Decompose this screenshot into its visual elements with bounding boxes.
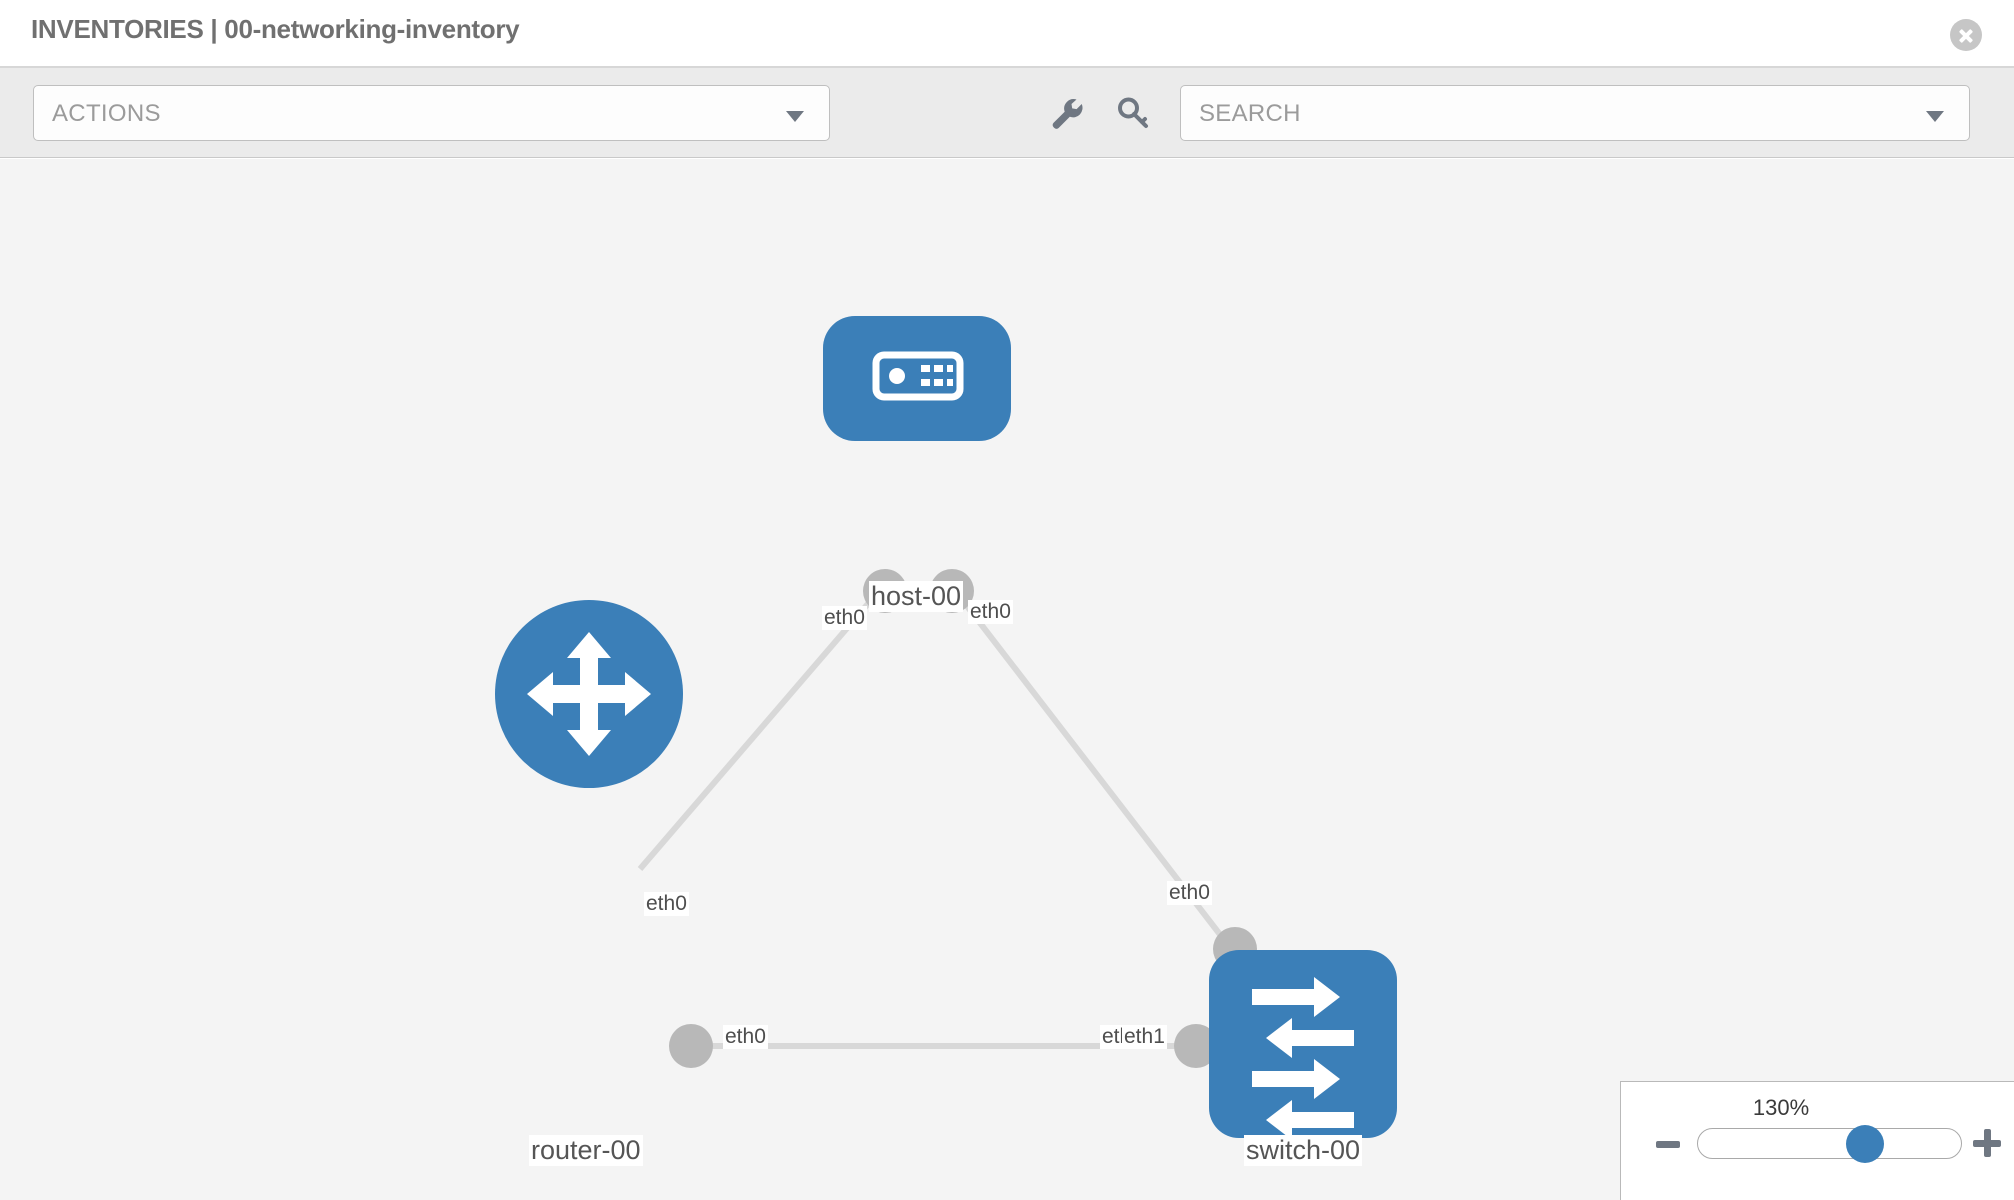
router-arrows-icon — [527, 632, 651, 756]
search-input[interactable]: SEARCH — [1180, 85, 1970, 141]
zoom-control-panel: 130% — [1620, 1081, 2014, 1200]
edge-label-host00-eth0-left: eth0 — [822, 606, 867, 630]
chevron-down-icon — [786, 111, 804, 122]
node-host-00[interactable] — [823, 316, 1011, 441]
node-label-host-00: host-00 — [869, 581, 964, 612]
switch-arrows-icon — [1252, 977, 1354, 1140]
edge-label-router00-eth0-uplink: eth0 — [644, 892, 689, 916]
node-host00-shape[interactable] — [823, 316, 1011, 441]
zoom-level-value: 130% — [1752, 1095, 1810, 1120]
topology-graph — [495, 316, 1397, 1140]
node-label-switch-00: switch-00 — [1244, 1135, 1363, 1166]
topology-canvas[interactable]: host-00 router-00 switch-00 eth0 eth0 et… — [0, 159, 2014, 1200]
zoom-slider-thumb[interactable] — [1845, 1125, 1884, 1163]
search-placeholder: SEARCH — [1199, 100, 1301, 127]
edge-label-switch00-eth1: eth1 — [1122, 1025, 1167, 1049]
edge-label-switch00-eth0-uplink: eth0 — [1167, 881, 1212, 905]
chevron-down-icon[interactable] — [1926, 111, 1944, 122]
actions-dropdown-label: ACTIONS — [52, 100, 161, 127]
close-icon[interactable] — [1950, 19, 1982, 51]
graph-ports — [669, 569, 1257, 1068]
page-header: INVENTORIES | 00-networking-inventory — [0, 0, 2014, 68]
edge-label-host00-eth0-right: eth0 — [968, 600, 1013, 624]
zoom-out-button[interactable] — [1656, 1141, 1680, 1148]
graph-edges — [637, 582, 1238, 1049]
actions-dropdown[interactable]: ACTIONS — [33, 85, 830, 141]
node-switch-00[interactable] — [1209, 950, 1397, 1140]
server-icon — [872, 351, 964, 401]
key-icon[interactable] — [1112, 93, 1154, 135]
edge-host00-router00[interactable] — [637, 582, 888, 871]
wrench-icon[interactable] — [1046, 93, 1088, 135]
zoom-in-button[interactable] — [1973, 1129, 2001, 1157]
port-router00-eth0[interactable] — [669, 1024, 713, 1068]
node-router-00[interactable] — [495, 600, 683, 788]
page-title: INVENTORIES | 00-networking-inventory — [31, 14, 520, 44]
port-switch00-eth1[interactable] — [1174, 1024, 1218, 1068]
zoom-slider[interactable] — [1697, 1125, 1962, 1163]
edge-label-router00-eth0: eth0 — [723, 1025, 768, 1049]
node-label-router-00: router-00 — [529, 1135, 643, 1166]
